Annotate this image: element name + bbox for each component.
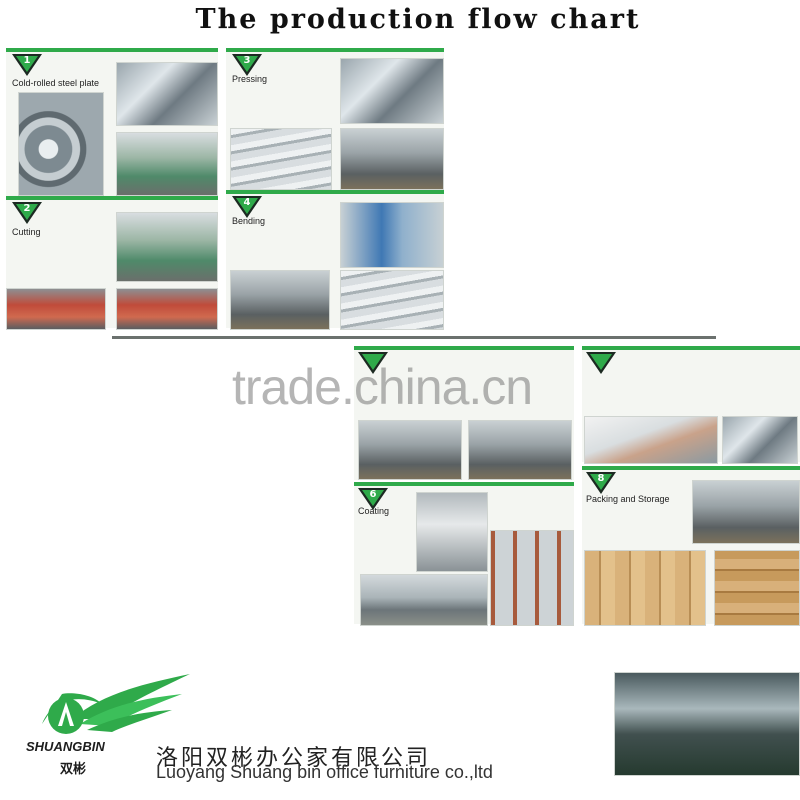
step-3-label: Pressing <box>232 74 268 84</box>
step-6-label: Coating <box>358 506 390 516</box>
step-7-badge <box>584 350 618 376</box>
steel-coil-photo <box>18 92 104 196</box>
stacked-boxes-photo <box>584 550 706 626</box>
welding-photo-right <box>468 420 572 480</box>
company-name-chinese: 洛阳双彬办公家有限公司 <box>156 745 432 770</box>
logo-chinese-name: 双彬 <box>60 761 87 776</box>
step-4-panel: 4 Bending <box>226 190 444 330</box>
step-3-panel: 3 Pressing <box>226 48 444 190</box>
step-5-badge <box>356 350 390 376</box>
steel-sheet-photo <box>116 62 218 126</box>
step-6-badge: 6 <box>356 486 390 512</box>
step-8-badge: 8 <box>584 470 618 496</box>
step-2-label: Cutting <box>12 227 41 237</box>
red-press-photo <box>116 288 218 330</box>
bent-panels-photo <box>340 270 444 330</box>
welding-photo-left <box>358 420 462 480</box>
assembly-photo-right <box>722 416 798 464</box>
company-name-english: Luoyang Shuang bin office furniture co.,… <box>156 762 493 782</box>
press-operator-photo <box>340 128 444 190</box>
step-4-badge: 4 <box>230 194 264 220</box>
step-8-label: Packing and Storage <box>586 494 670 504</box>
step-2-badge: 2 <box>10 200 44 226</box>
step-2-panel: 2 Cutting <box>6 196 218 330</box>
bending-workers-photo <box>230 270 330 330</box>
uncoiling-machine-photo <box>116 132 218 196</box>
step-6-panel: 6 Coating <box>354 482 574 626</box>
step-8-panel: 8 Packing and Storage <box>582 466 800 626</box>
coating-booth-photo <box>416 492 488 572</box>
shearing-line-photo <box>6 288 106 330</box>
warehouse-photo <box>714 550 800 626</box>
pressed-parts-photo <box>230 128 332 190</box>
shuangbin-wings-logo <box>42 674 190 734</box>
assembly-photo-left <box>584 416 718 464</box>
press-brake-photo <box>340 58 444 124</box>
step-4-label: Bending <box>232 216 266 226</box>
step-7-panel <box>582 346 800 464</box>
section-divider <box>112 336 716 339</box>
step-1-badge: 1 <box>10 52 44 78</box>
cutting-machine-photo <box>116 212 218 282</box>
factory-hall-photo <box>614 672 800 776</box>
packing-workers-photo <box>692 480 800 544</box>
watermark: trade.china.cn <box>232 359 533 415</box>
step-1-label: Cold-rolled steel plate <box>12 78 100 88</box>
step-1-panel: 1 Cold-rolled steel plate <box>6 48 218 196</box>
coating-rack-photo <box>490 530 574 626</box>
coating-line-photo <box>360 574 488 626</box>
page-title: The production flow chart <box>195 4 641 35</box>
logo-brand-name: SHUANGBIN <box>26 739 105 754</box>
bending-machine-photo <box>340 202 444 268</box>
step-3-badge: 3 <box>230 52 264 78</box>
step-5-panel <box>354 346 574 480</box>
